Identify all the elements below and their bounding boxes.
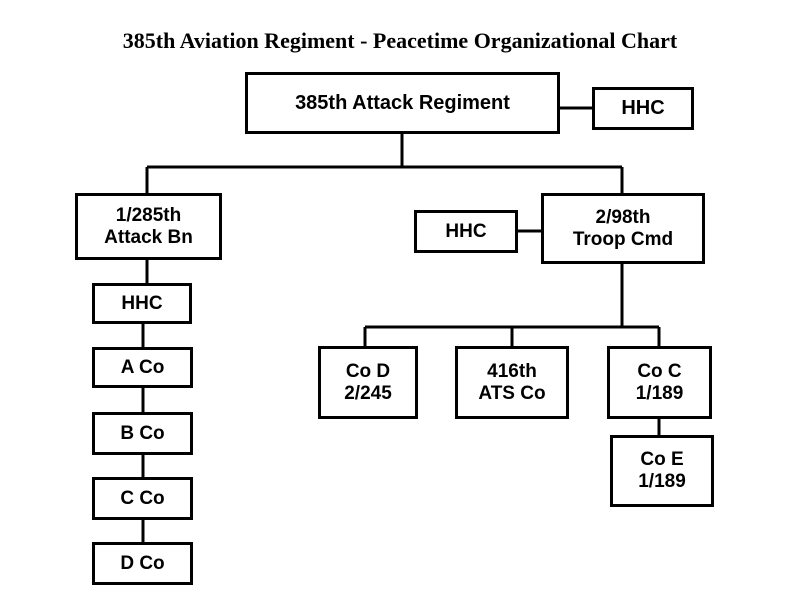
node-b-co: B Co	[92, 412, 193, 455]
node-troop-hhc: HHC	[414, 210, 518, 253]
chart-title: 385th Aviation Regiment - Peacetime Orga…	[122, 28, 678, 53]
node-d-co: D Co	[92, 542, 193, 585]
node-416th-ats-co: 416th ATS Co	[455, 346, 569, 419]
node-1-285th-attack-bn: 1/285th Attack Bn	[75, 193, 222, 260]
node-bn-hhc: HHC	[92, 283, 192, 324]
node-385th-attack-regiment: 385th Attack Regiment	[245, 72, 560, 134]
node-co-d-2-245: Co D 2/245	[318, 346, 418, 419]
node-c-co: C Co	[92, 477, 193, 520]
node-co-c-1-189: Co C 1/189	[607, 346, 712, 419]
node-2-98th-troop-cmd: 2/98th Troop Cmd	[541, 193, 705, 264]
node-co-e-1-189: Co E 1/189	[610, 435, 714, 507]
node-regiment-hhc: HHC	[592, 87, 694, 130]
node-a-co: A Co	[92, 347, 193, 388]
